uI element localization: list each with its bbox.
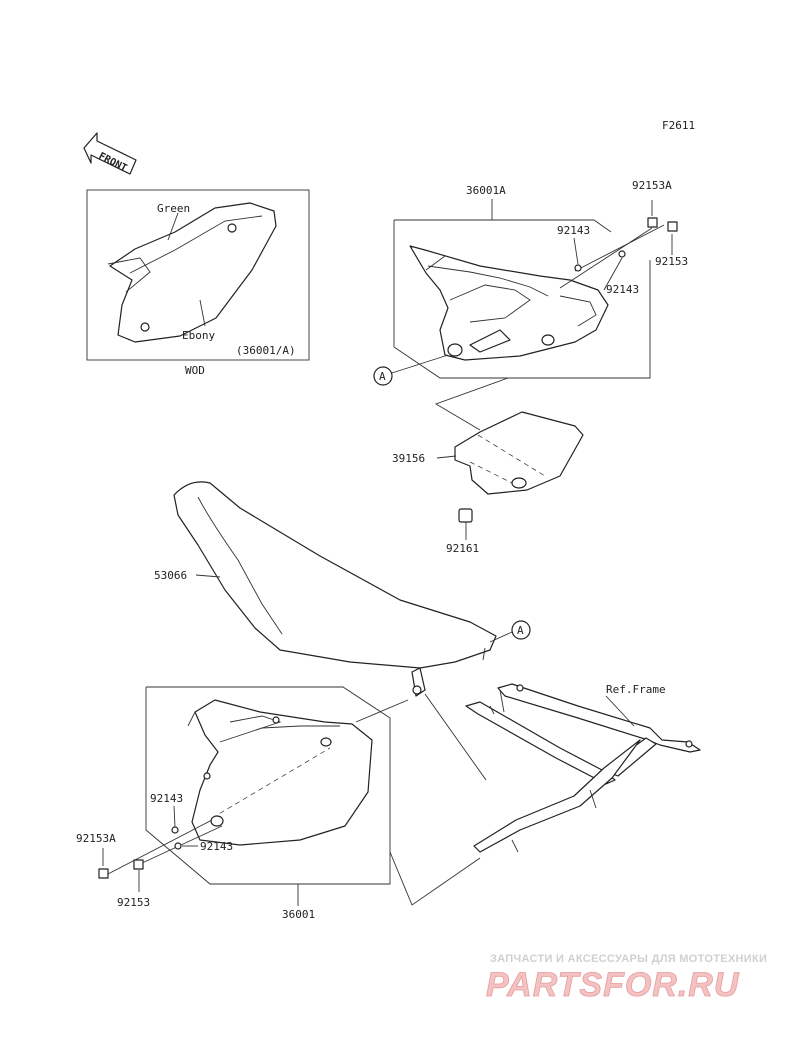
callout-39156: 39156 bbox=[392, 452, 425, 465]
figure-code: F2611 bbox=[662, 119, 695, 132]
callout-92161: 92161 bbox=[446, 542, 479, 555]
callout-53066: 53066 bbox=[154, 569, 187, 582]
callout-92153-top: 92153 bbox=[655, 255, 688, 268]
inset-caption: WOD bbox=[185, 364, 205, 377]
callout-36001A: 36001A bbox=[466, 184, 506, 197]
color-label-ebony: Ebony bbox=[182, 329, 215, 342]
color-label-green: Green bbox=[157, 202, 190, 215]
front-arrow-icon: FRONT bbox=[83, 132, 137, 175]
partsfor-watermark: ЗАПЧАСТИ И АКСЕССУАРЫ ДЛЯ МОТОТЕХНИКИ PA… bbox=[486, 953, 767, 1004]
callout-92143-bot2: 92143 bbox=[200, 840, 233, 853]
callout-92153A-top: 92153A bbox=[632, 179, 672, 192]
color-variant-inset: Green Ebony (36001/A) WOD bbox=[86, 189, 310, 377]
callout-36001: 36001 bbox=[282, 908, 315, 921]
side-cover-left-assembly bbox=[393, 199, 678, 379]
watermark-logo: PARTSFOR.RU bbox=[486, 966, 740, 1004]
callout-92143-bot1: 92143 bbox=[150, 792, 183, 805]
watermark-tagline: ЗАПЧАСТИ И АКСЕССУАРЫ ДЛЯ МОТОТЕХНИКИ bbox=[490, 953, 767, 965]
side-cover-right-assembly bbox=[145, 686, 391, 906]
callout-ref-frame: Ref.Frame bbox=[606, 683, 666, 696]
heat-guard-pad bbox=[436, 411, 584, 495]
svg-text:A: A bbox=[379, 370, 386, 383]
reference-marker-a-seat: A bbox=[489, 620, 531, 643]
callout-92143-top1: 92143 bbox=[557, 224, 590, 237]
callout-92153A-bot: 92153A bbox=[76, 832, 116, 845]
fasteners-lower bbox=[98, 805, 223, 892]
grommet bbox=[458, 508, 473, 540]
seat bbox=[173, 481, 497, 697]
svg-text:A: A bbox=[517, 624, 524, 637]
callout-92143-top2: 92143 bbox=[606, 283, 639, 296]
inset-part-ref: (36001/A) bbox=[236, 344, 296, 357]
subframe bbox=[465, 683, 701, 853]
reference-marker-a-top: A bbox=[373, 354, 449, 386]
callout-92153-bot: 92153 bbox=[117, 896, 150, 909]
